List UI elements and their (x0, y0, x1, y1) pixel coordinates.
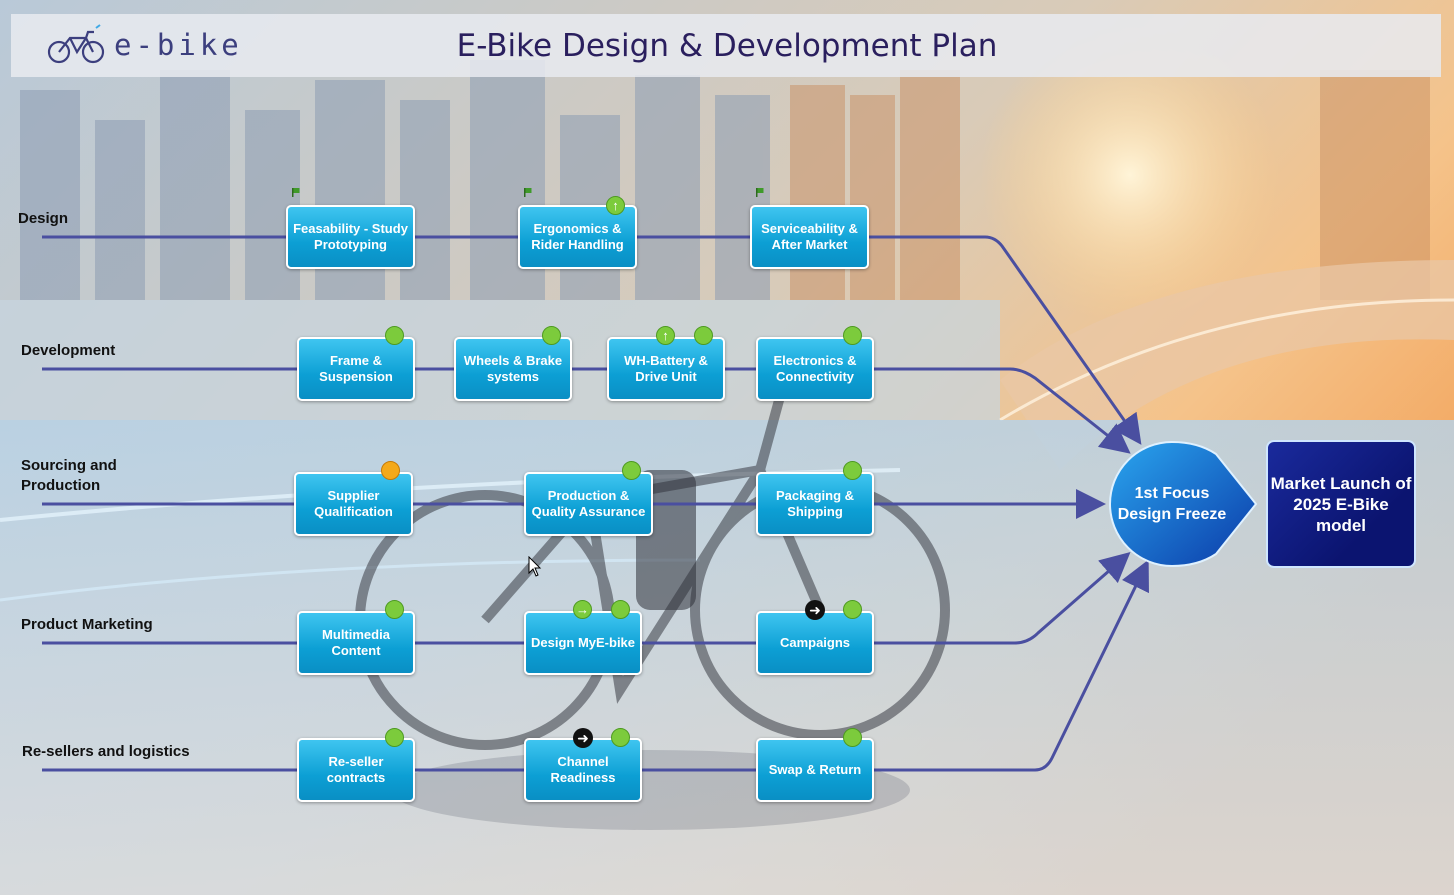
status-green-icon (694, 326, 713, 345)
task-packaging-shipping[interactable]: Packaging & Shipping (756, 472, 874, 536)
task-channel-readiness[interactable]: Channel Readiness (524, 738, 642, 802)
status-green-icon (843, 600, 862, 619)
up-arrow-icon: ↑ (606, 196, 625, 215)
right-arrow-black-icon: ➜ (805, 600, 825, 620)
market-launch-box[interactable]: Market Launch of 2025 E-Bike model (1266, 440, 1416, 568)
task-multimedia-content[interactable]: Multimedia Content (297, 611, 415, 675)
task-battery-drive[interactable]: WH-Battery & Drive Unit (607, 337, 725, 401)
status-green-icon (622, 461, 641, 480)
task-supplier-qualification[interactable]: Supplier Qualification (294, 472, 413, 536)
status-green-icon (843, 461, 862, 480)
status-green-icon (611, 600, 630, 619)
milestone-label: 1st Focus Design Freeze (1108, 483, 1236, 525)
page-title: E-Bike Design & Development Plan (456, 28, 998, 64)
up-arrow-icon: ↑ (656, 326, 675, 345)
logo-text: e-bike (114, 28, 243, 62)
status-green-icon (385, 326, 404, 345)
flag-icon (756, 188, 764, 197)
status-green-icon (385, 728, 404, 747)
right-arrow-black-icon: ➜ (573, 728, 593, 748)
lane-label-design: Design (18, 210, 69, 227)
status-green-icon (385, 600, 404, 619)
bicycle-icon (47, 24, 105, 64)
task-frame-suspension[interactable]: Frame & Suspension (297, 337, 415, 401)
lane-label-resellers: Re-sellers and logistics (22, 743, 190, 760)
mouse-cursor-icon (528, 556, 542, 577)
task-campaigns[interactable]: Campaigns (756, 611, 874, 675)
status-orange-icon (381, 461, 400, 480)
milestone-design-freeze[interactable] (1108, 440, 1258, 568)
lane-label-marketing: Product Marketing (21, 616, 153, 633)
ebike-logo: e-bike (46, 24, 246, 68)
flag-icon (524, 188, 532, 197)
status-green-icon (542, 326, 561, 345)
lane-label-sourcing: Sourcing and Production (21, 457, 117, 494)
task-swap-return[interactable]: Swap & Return (756, 738, 874, 802)
task-design-myebike[interactable]: Design MyE-bike (524, 611, 642, 675)
task-reseller-contracts[interactable]: Re-seller contracts (297, 738, 415, 802)
task-electronics[interactable]: Electronics & Connectivity (756, 337, 874, 401)
flag-icon (292, 188, 300, 197)
header-bar (11, 14, 1441, 77)
task-ergonomics[interactable]: Ergonomics & Rider Handling (518, 205, 637, 269)
task-production-qa[interactable]: Production & Quality Assurance (524, 472, 653, 536)
status-green-icon (611, 728, 630, 747)
task-wheels-brake[interactable]: Wheels & Brake systems (454, 337, 572, 401)
task-serviceability[interactable]: Serviceability & After Market (750, 205, 869, 269)
task-feasability-study[interactable]: Feasability - Study Prototyping (286, 205, 415, 269)
lane-label-development: Development (21, 342, 116, 359)
status-green-icon (843, 728, 862, 747)
right-arrow-icon: → (573, 600, 592, 619)
milestone-line1: 1st Focus (1134, 485, 1210, 502)
status-green-icon (843, 326, 862, 345)
milestone-line2: Design Freeze (1117, 506, 1227, 523)
